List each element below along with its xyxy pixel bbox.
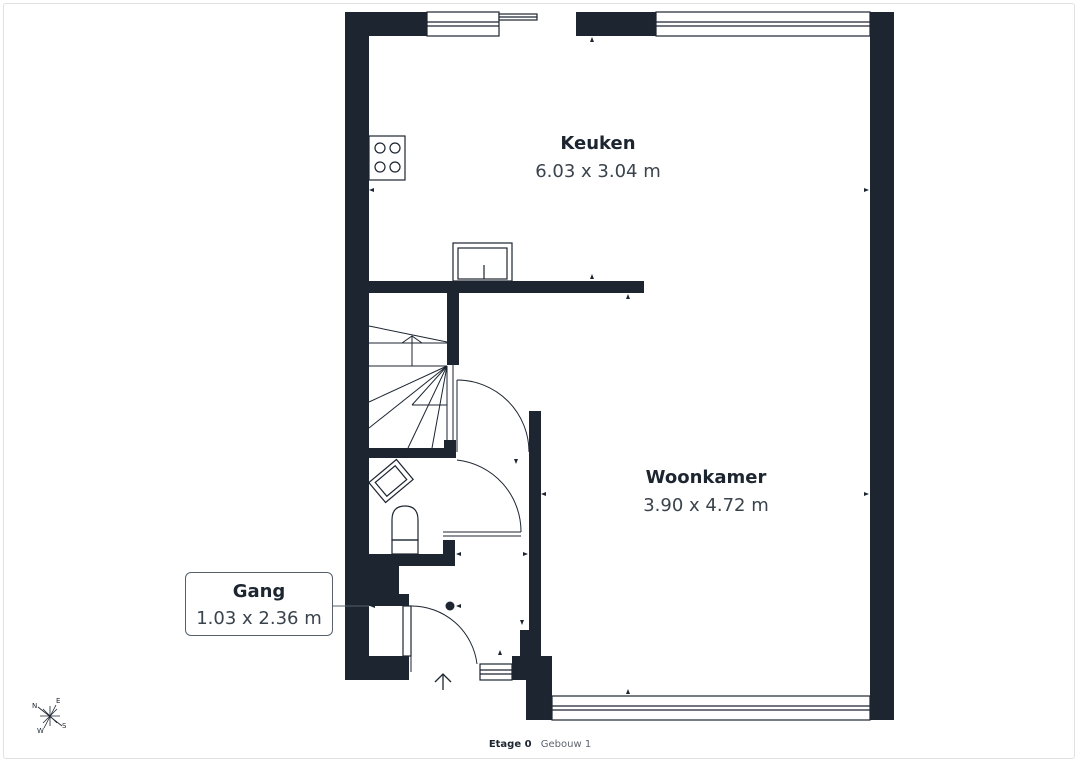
walls xyxy=(345,12,894,720)
window-bottom-right xyxy=(551,695,871,721)
sink-icon xyxy=(452,242,513,282)
stair-bottom-post xyxy=(444,440,456,458)
right-exterior-wall xyxy=(870,12,894,720)
staircase xyxy=(368,325,454,449)
door-arc-hall-upper xyxy=(456,379,530,453)
door-arc-hall-lower xyxy=(456,459,522,533)
room-dimensions-woonkamer: 3.90 x 4.72 m xyxy=(643,495,769,516)
room-name-gang: Gang xyxy=(232,581,286,602)
entrance-arrow-icon xyxy=(434,673,452,690)
window-top-right xyxy=(655,11,871,37)
top-wall-middle xyxy=(576,12,656,36)
hall-wall-inner xyxy=(369,594,409,606)
door-arc-front xyxy=(410,605,478,665)
room-name-woonkamer: Woonkamer xyxy=(645,467,767,488)
washbasin-icon xyxy=(368,458,414,504)
front-door-post xyxy=(520,630,532,660)
stair-column-wall xyxy=(447,281,459,365)
top-wall-left xyxy=(345,12,427,36)
room-name-keuken: Keuken xyxy=(560,133,636,154)
window-top-left xyxy=(426,11,500,37)
window-front-door xyxy=(479,663,513,681)
left-exterior-wall xyxy=(345,12,369,680)
windows xyxy=(402,11,871,721)
kitchen-divider-wall xyxy=(369,281,644,293)
room-dimensions-keuken: 6.03 x 3.04 m xyxy=(535,161,661,182)
compass-s: S xyxy=(62,722,67,730)
stair-bottom-wall xyxy=(369,448,455,458)
stove-icon xyxy=(368,135,406,181)
compass-w: W xyxy=(37,727,44,735)
gang-callout: Gang 1.03 x 2.36 m xyxy=(185,572,333,636)
page-frame xyxy=(3,3,1075,759)
compass-n: N xyxy=(32,702,37,710)
toilet-wall-post xyxy=(443,540,455,566)
living-inner-wall xyxy=(529,411,541,658)
building-label: Gebouw 1 xyxy=(540,739,592,750)
floor-label: Etage 0 xyxy=(488,739,532,750)
window-hall-side xyxy=(402,605,412,657)
floor-footer: Etage 0 Gebouw 1 xyxy=(0,739,1080,750)
doors xyxy=(410,379,530,672)
bottom-left-wall xyxy=(345,656,409,680)
bottom-right-corner xyxy=(870,696,894,720)
compass-icon: N E S W xyxy=(32,697,67,735)
toilet-bottom-wall xyxy=(369,554,455,566)
room-dimensions-gang: 1.03 x 2.36 m xyxy=(196,608,322,629)
toilet-icon xyxy=(391,505,419,555)
doorbell-icon xyxy=(445,601,455,611)
dimension-markers xyxy=(369,37,869,694)
compass-e: E xyxy=(56,697,60,705)
